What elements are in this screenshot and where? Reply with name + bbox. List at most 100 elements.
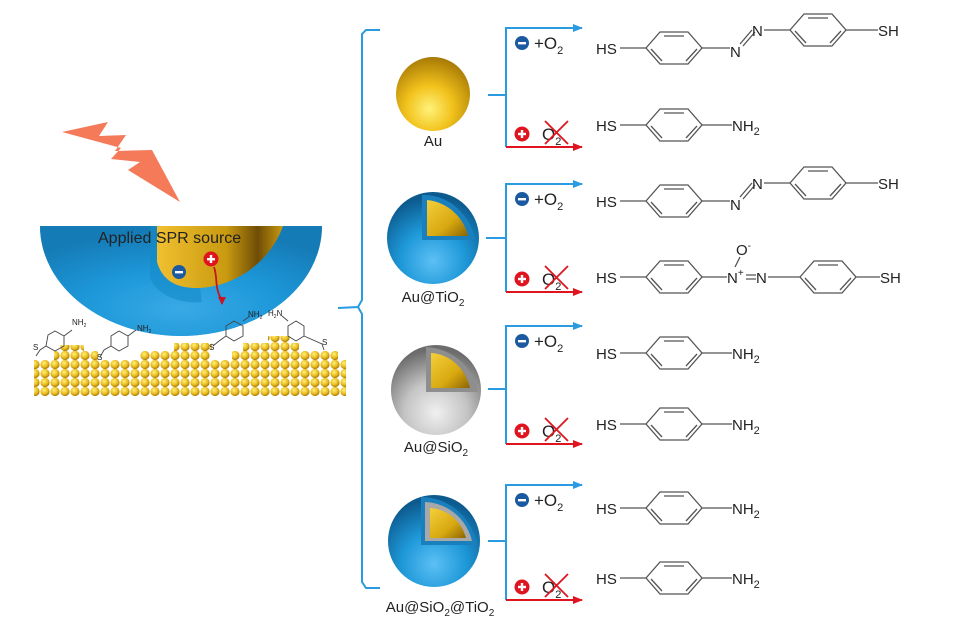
label-au-sio2: Au@SiO2 — [404, 439, 469, 459]
hole-icon — [203, 251, 219, 267]
electron-icon — [515, 192, 529, 206]
oxygen-arrow — [505, 322, 583, 444]
with-o2-label: +O2 — [534, 332, 563, 355]
particle-au-sio2 — [391, 345, 481, 435]
surface-labels: NH2 NH2 NH2 H2N S S S S — [33, 309, 327, 362]
nitrogen-label: N — [756, 270, 767, 287]
thiol-label: HS — [596, 41, 617, 58]
particle-au — [396, 57, 470, 131]
label-au-tio2: Au@TiO2 — [402, 289, 465, 309]
surface-molecule — [212, 315, 251, 347]
thiol-label: HS — [596, 571, 617, 588]
with-o2-label: +O2 — [534, 491, 563, 514]
no-o2-label: O2 — [542, 578, 561, 601]
hole-icon — [514, 423, 530, 439]
gold-surface — [34, 336, 346, 396]
nitrogen-label: N — [730, 197, 741, 214]
cross-out-icon — [544, 120, 569, 145]
svg-text:NH2: NH2 — [248, 310, 263, 321]
nitrogen-label: N — [752, 23, 763, 40]
nitrogen-label: N — [752, 176, 763, 193]
svg-text:NH2: NH2 — [137, 324, 152, 335]
product-aminothiophenol: HS NH2 — [596, 108, 760, 142]
product-azobenzene: HS NN SH — [596, 13, 899, 65]
benzene-ring — [789, 13, 847, 47]
spr-particle-half — [40, 226, 322, 336]
label-au-sio2-tio2: Au@SiO2@TiO2 — [386, 599, 495, 619]
product-aminothiophenol: HS NH2 — [596, 561, 760, 595]
svg-text:NH2: NH2 — [72, 318, 87, 329]
oxygen-arrow — [505, 180, 583, 292]
amine-label: NH2 — [732, 417, 760, 437]
benzene-ring — [645, 336, 703, 370]
oxygen-label: O- — [736, 241, 751, 259]
thiol-label: SH — [878, 23, 899, 40]
no-o2-label: O2 — [542, 422, 561, 445]
electron-icon — [172, 265, 186, 279]
svg-text:H2N: H2N — [268, 309, 283, 320]
cross-out-icon — [544, 417, 569, 442]
thiol-label: SH — [880, 270, 901, 287]
product-azobenzene: HS NN SH — [596, 166, 899, 218]
charge-transfer-arrow — [213, 266, 226, 305]
light-bolt-icon — [62, 122, 180, 202]
benzene-ring — [799, 260, 857, 294]
surface-molecule — [35, 329, 73, 357]
benzene-ring — [645, 260, 703, 294]
surface-molecule — [99, 329, 137, 358]
amine-label: NH2 — [732, 571, 760, 591]
thiol-label: HS — [596, 194, 617, 211]
label-au: Au — [424, 133, 442, 150]
cross-out-icon — [544, 573, 569, 598]
main-bracket — [337, 29, 380, 589]
cross-out-icon — [544, 265, 569, 290]
benzene-ring — [645, 407, 703, 441]
benzene-ring — [645, 491, 703, 525]
source-label: Applied SPR source — [98, 230, 241, 247]
double-bond — [739, 182, 756, 200]
with-o2-label: +O2 — [534, 34, 563, 57]
thiol-label: HS — [596, 270, 617, 287]
hole-icon — [514, 126, 530, 142]
thiol-label: SH — [878, 176, 899, 193]
benzene-ring — [645, 561, 703, 595]
no-o2-label: O2 — [542, 270, 561, 293]
product-aminothiophenol: HS NH2 — [596, 407, 760, 441]
benzene-ring — [645, 184, 703, 218]
amine-label: NH2 — [732, 501, 760, 521]
amine-label: NH2 — [732, 346, 760, 366]
benzene-ring — [645, 108, 703, 142]
particle-au-sio2-tio2 — [388, 495, 480, 587]
svg-text:S: S — [97, 353, 102, 362]
svg-text:S: S — [33, 343, 38, 352]
thiol-label: HS — [596, 417, 617, 434]
surface-molecule — [281, 315, 325, 351]
benzene-ring — [645, 31, 703, 65]
electron-icon — [515, 493, 529, 507]
svg-text:S: S — [322, 338, 327, 347]
benzene-ring — [789, 166, 847, 200]
amine-label: NH2 — [732, 118, 760, 138]
bond — [734, 256, 741, 268]
double-bond — [739, 29, 756, 47]
with-o2-label: +O2 — [534, 190, 563, 213]
oxygen-arrow — [505, 24, 583, 147]
thiol-label: HS — [596, 118, 617, 135]
double-bond — [746, 274, 756, 280]
thiol-label: HS — [596, 501, 617, 518]
particle-au-tio2 — [387, 192, 479, 284]
electron-icon — [515, 36, 529, 50]
oxygen-arrow — [505, 481, 583, 600]
electron-icon — [515, 334, 529, 348]
hole-icon — [514, 271, 530, 287]
product-aminothiophenol: HS NH2 — [596, 491, 760, 525]
no-o2-label: O2 — [542, 125, 561, 148]
nitrogen-label: N — [730, 44, 741, 61]
